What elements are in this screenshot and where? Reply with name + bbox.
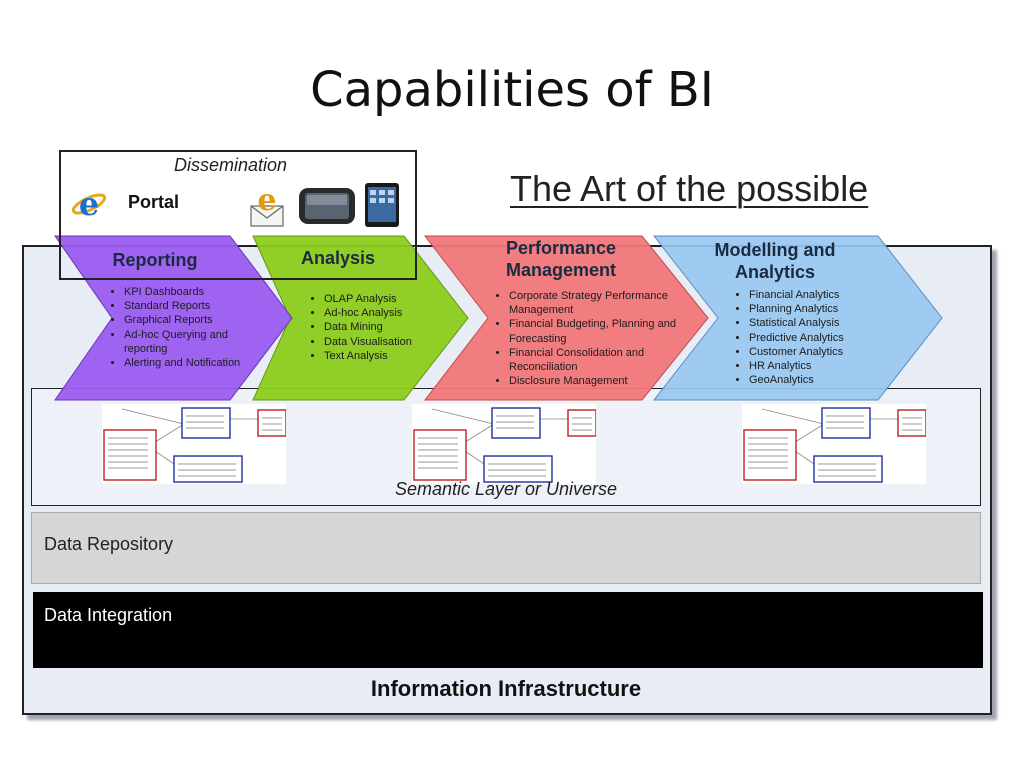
tablet-icon	[365, 183, 399, 227]
reporting-list: KPI Dashboards Standard Reports Graphica…	[110, 285, 274, 370]
list-item: GeoAnalytics	[749, 373, 899, 387]
modelling-analytics-list: Financial Analytics Planning Analytics S…	[735, 288, 899, 387]
analysis-title: Analysis	[300, 248, 376, 268]
dissemination-label: Dissemination	[174, 155, 288, 175]
list-item: Financial Consolidation and Reconciliati…	[509, 346, 677, 374]
svg-text:e: e	[257, 184, 276, 218]
analysis-list: OLAP Analysis Ad-hoc Analysis Data Minin…	[310, 292, 464, 363]
schema-diagram-thumbnail	[412, 404, 597, 484]
chevron-reporting	[54, 235, 293, 401]
art-of-possible-heading: The Art of the possible	[510, 168, 869, 209]
dissemination-box	[59, 150, 417, 280]
list-item: Disclosure Management	[509, 374, 677, 388]
list-item: OLAP Analysis	[324, 292, 464, 306]
performance-management-list: Corporate Strategy Performance Managemen…	[495, 289, 677, 388]
list-item: Graphical Reports	[124, 313, 274, 327]
modelling-analytics-title: Modelling and Analytics	[714, 240, 836, 282]
list-item: Text Analysis	[324, 349, 464, 363]
performance-management-title: Performance Management	[505, 238, 617, 280]
list-item: Customer Analytics	[749, 345, 899, 359]
list-item: Ad-hoc Querying and reporting	[124, 328, 274, 356]
information-infrastructure-label: Information Infrastructure	[370, 676, 642, 701]
portal-label: Portal	[128, 192, 180, 212]
capability-chevrons	[54, 235, 943, 401]
data-integration-layer	[33, 592, 983, 668]
semantic-layer-label: Semantic Layer or Universe	[394, 479, 618, 499]
list-item: Predictive Analytics	[749, 331, 899, 345]
mobile-device-icon	[299, 188, 355, 224]
schema-diagram-thumbnail	[102, 404, 287, 484]
svg-text:e: e	[79, 186, 99, 222]
list-item: Data Mining	[324, 320, 464, 334]
list-item: Data Visualisation	[324, 335, 464, 349]
list-item: Ad-hoc Analysis	[324, 306, 464, 320]
list-item: Planning Analytics	[749, 302, 899, 316]
reporting-title: Reporting	[112, 250, 198, 270]
data-repository-layer	[31, 512, 981, 584]
slide-title: Capabilities of BI	[310, 62, 714, 118]
email-icon: e	[250, 184, 284, 227]
list-item: Corporate Strategy Performance Managemen…	[509, 289, 677, 317]
list-item: KPI Dashboards	[124, 285, 274, 299]
data-integration-label: Data Integration	[44, 605, 173, 625]
list-item: Statistical Analysis	[749, 316, 899, 330]
list-item: Alerting and Notification	[124, 356, 274, 370]
schema-diagram-thumbnail	[742, 404, 927, 484]
list-item: Financial Analytics	[749, 288, 899, 302]
chevron-modelling-analytics	[652, 235, 943, 401]
list-item: Standard Reports	[124, 299, 274, 313]
list-item: Financial Budgeting, Planning and Foreca…	[509, 317, 677, 345]
data-repository-label: Data Repository	[44, 534, 174, 554]
list-item: HR Analytics	[749, 359, 899, 373]
internet-explorer-icon: e	[71, 186, 107, 222]
chevron-performance-management	[423, 235, 709, 401]
